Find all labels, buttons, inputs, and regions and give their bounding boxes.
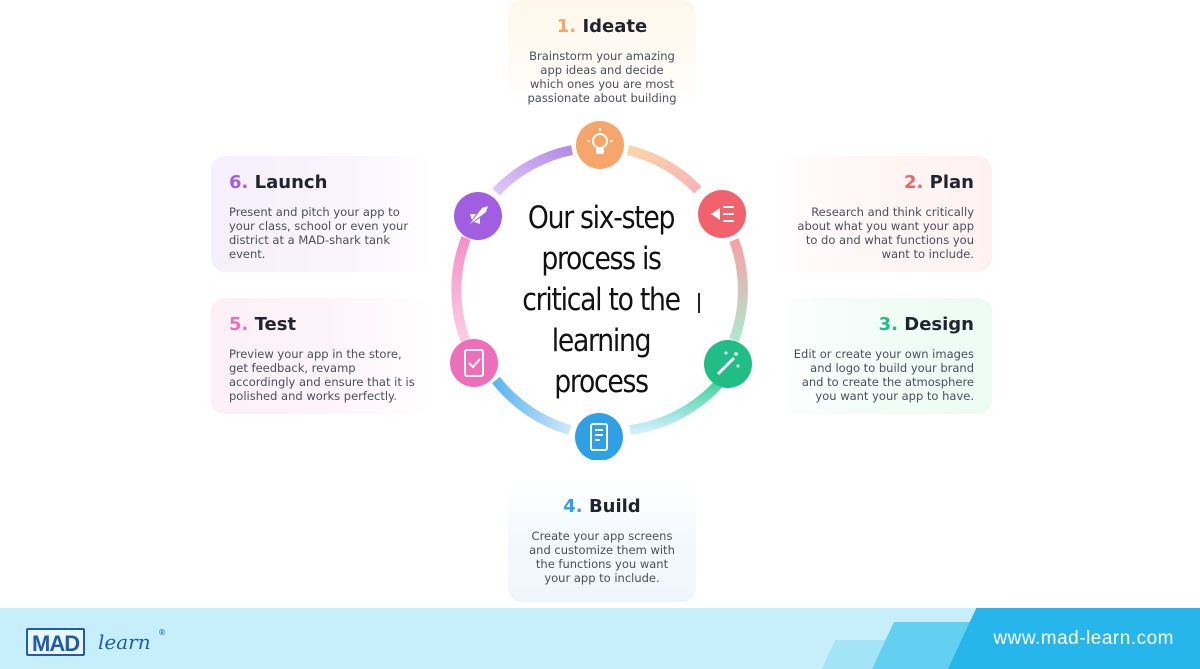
- center-heading-line: learning: [551, 323, 652, 359]
- center-heading: Our six-step process is critical to the …: [518, 198, 683, 403]
- step-description-launch: Present and pitch your app to your class…: [229, 205, 409, 261]
- step-card-build: 4. Build Create your app screens and cus…: [508, 480, 696, 602]
- step-card-plan: 2. Plan Research and think critically ab…: [772, 156, 992, 272]
- website-link[interactable]: www.mad-learn.com: [993, 628, 1174, 649]
- center-heading-line: critical to the: [522, 282, 681, 318]
- phone-build-icon: [575, 413, 623, 460]
- step-title-design: 3. Design: [878, 314, 974, 335]
- step-description-design: Edit or create your own images and logo …: [793, 347, 974, 403]
- center-heading-line: process: [554, 364, 649, 400]
- center-heading-line: Our six-step: [527, 200, 675, 236]
- ring-segment-3: [629, 376, 726, 435]
- step-description-test: Preview your app in the store, get feedb…: [229, 347, 415, 403]
- ring-segment-2: [729, 238, 748, 342]
- footer-bar: MAD learn ® www.mad-learn.com: [0, 608, 1200, 669]
- center-heading-line: process is: [541, 241, 662, 277]
- step-title-launch: 6. Launch: [229, 172, 328, 193]
- magic-wand-icon: [704, 340, 752, 388]
- step-card-test: 5. Test Preview your app in the store, g…: [211, 298, 433, 414]
- logo-registered-mark: ®: [158, 628, 166, 637]
- logo-mad-text: MAD: [26, 628, 86, 656]
- step-card-launch: 6. Launch Present and pitch your app to …: [211, 156, 433, 272]
- step-card-design: 3. Design Edit or create your own images…: [772, 298, 992, 414]
- step-title-test: 5. Test: [229, 314, 297, 335]
- ring-segment-1: [626, 145, 702, 194]
- logo-learn-text: learn: [98, 630, 151, 654]
- ring-segment-5: [451, 236, 471, 344]
- rocket-icon: [454, 192, 502, 240]
- text-cursor: [698, 293, 700, 313]
- step-description-plan: Research and think critically about what…: [797, 205, 974, 261]
- phone-check-icon: [450, 339, 498, 387]
- step-title-plan: 2. Plan: [904, 172, 974, 193]
- step-description-build: Create your app screens and customize th…: [529, 529, 675, 585]
- step-title-build: 4. Build: [563, 496, 641, 517]
- ring-segment-6: [492, 145, 574, 196]
- step-description-ideate: Brainstorm your amazing app ideas and de…: [527, 49, 677, 105]
- step-card-ideate: 1. Ideate Brainstorm your amazing app id…: [508, 0, 696, 106]
- lightbulb-icon: [576, 121, 624, 169]
- step-title-ideate: 1. Ideate: [556, 16, 648, 37]
- ring-segment-4: [492, 376, 572, 435]
- process-cycle-diagram: [450, 121, 752, 460]
- funnel-plan-icon: [698, 190, 746, 238]
